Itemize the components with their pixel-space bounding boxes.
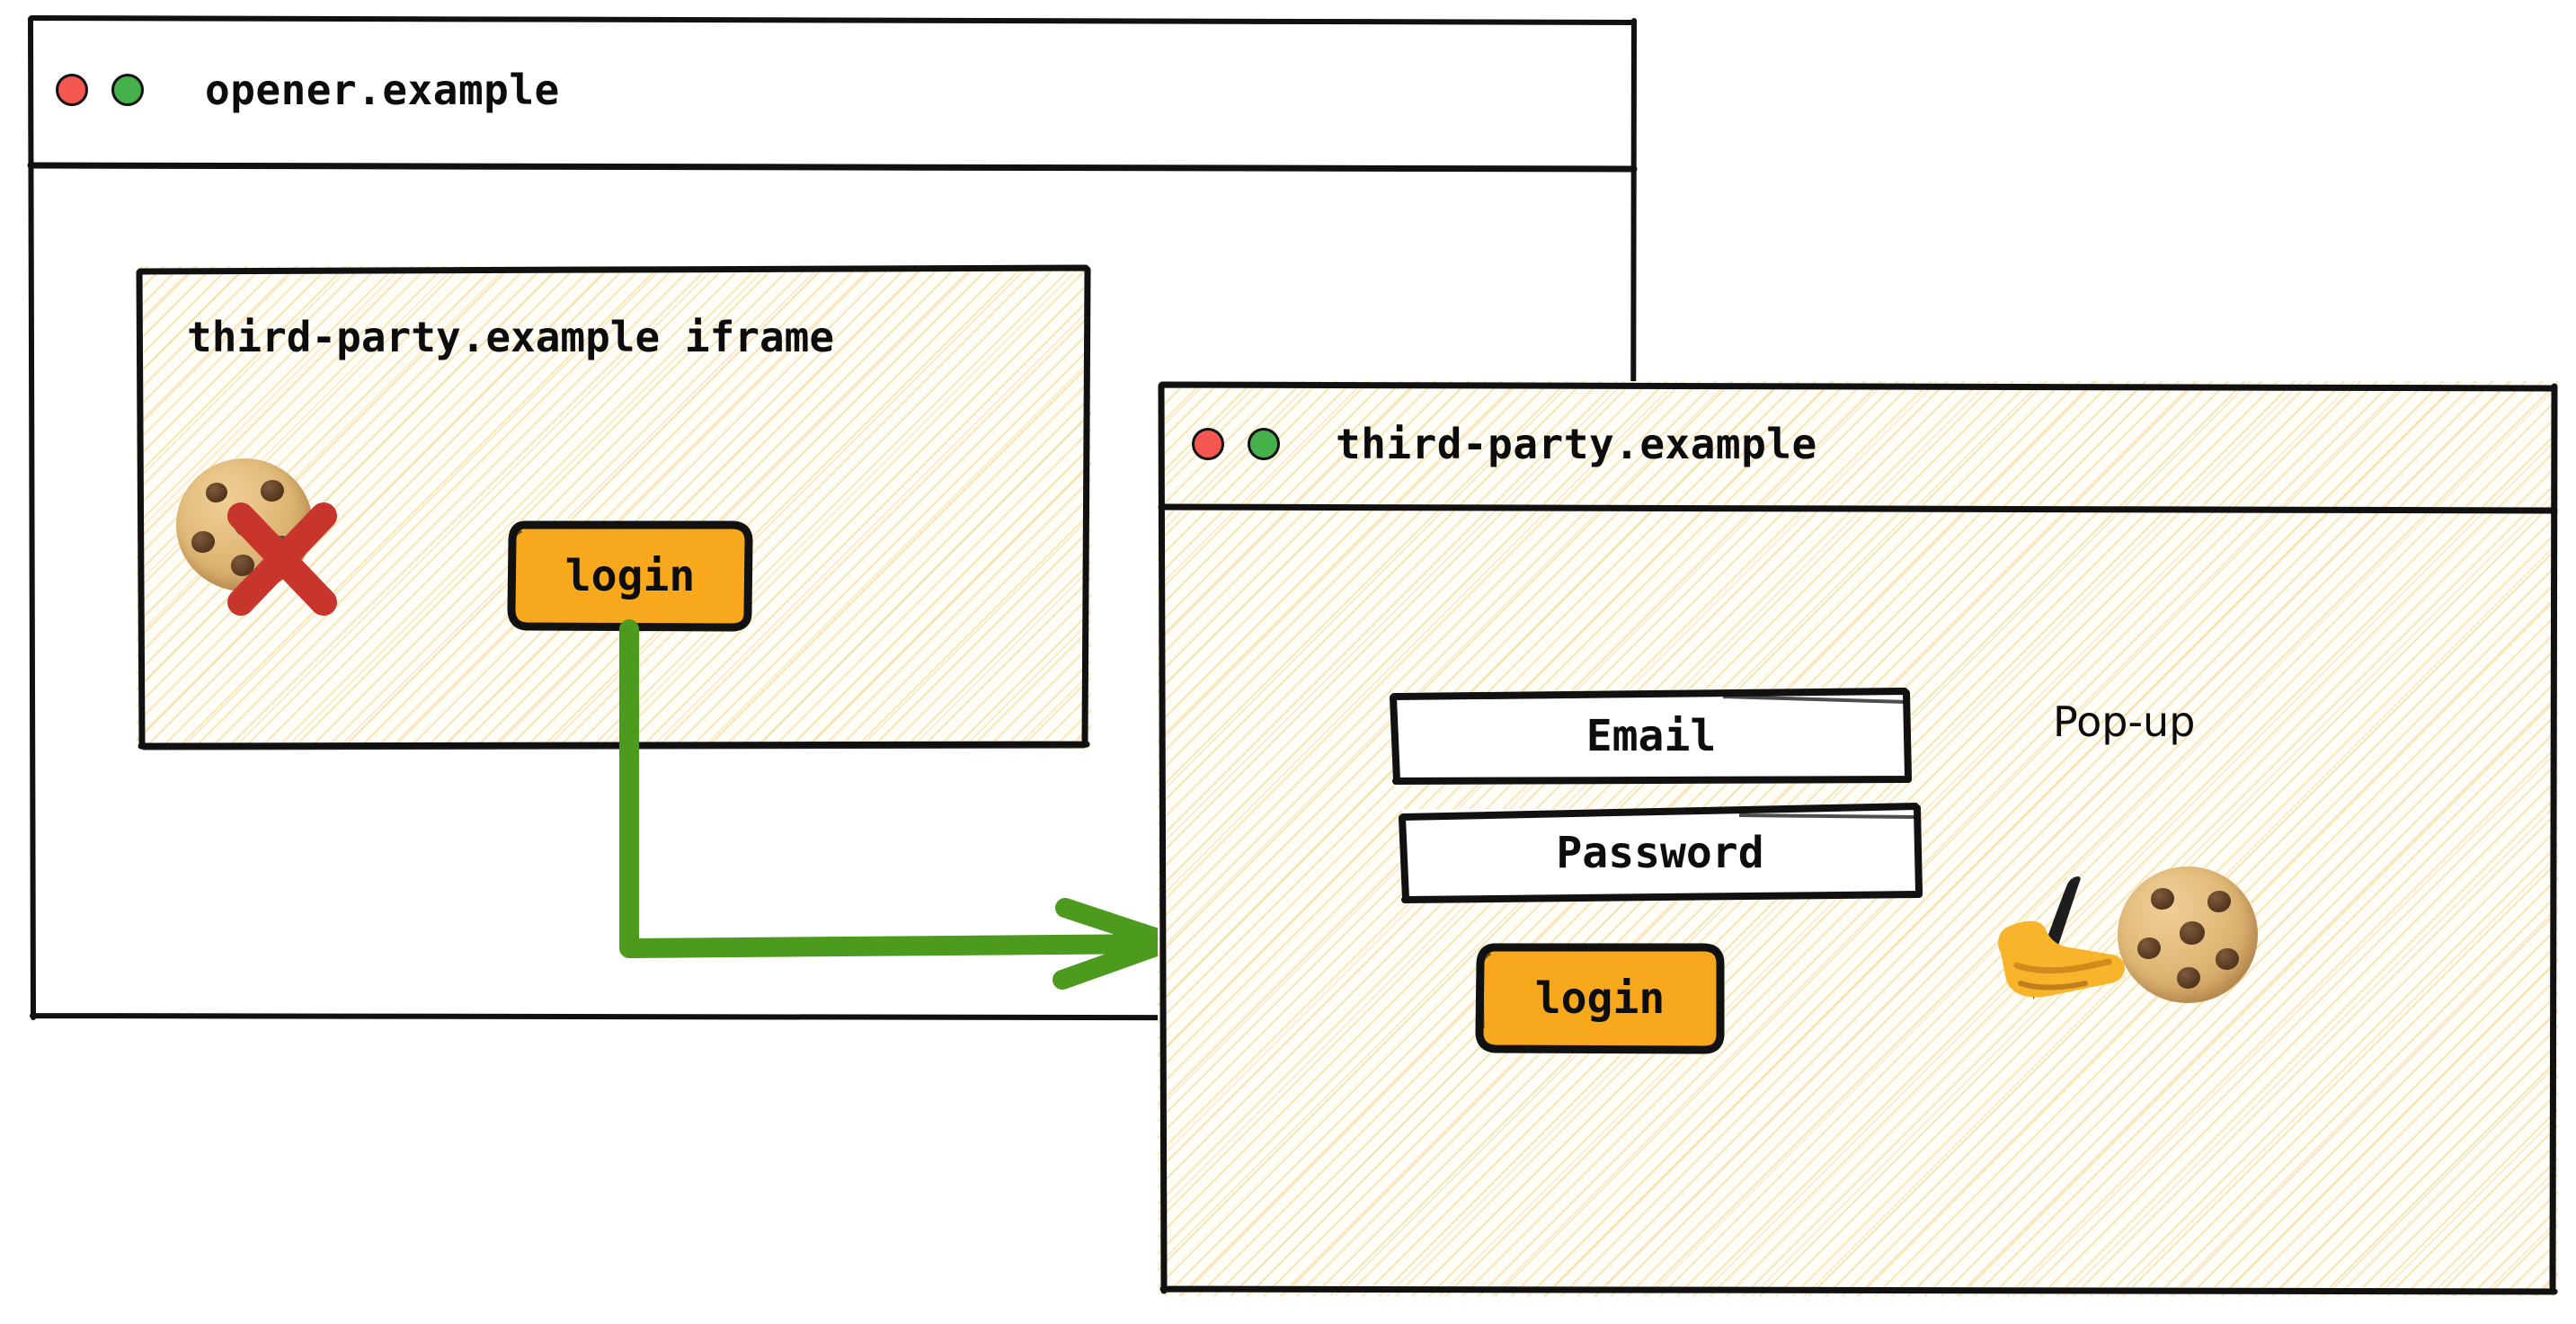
popup-caption: Pop-up — [2053, 698, 2196, 746]
maximize-dot[interactable] — [111, 74, 144, 106]
popup-window-title: third-party.example — [1336, 420, 1817, 468]
close-dot[interactable] — [56, 74, 88, 106]
third-party-popup-window: third-party.example Pop-up Email — [1158, 381, 2558, 1296]
password-field[interactable]: Password — [1399, 803, 1923, 903]
popup-traffic-lights[interactable] — [1192, 428, 1280, 460]
maximize-dot[interactable] — [1248, 428, 1280, 460]
writing-hand-icon — [1994, 865, 2164, 1009]
opener-window-title: opener.example — [205, 66, 560, 114]
email-field-label: Email — [1586, 711, 1717, 761]
password-field-label: Password — [1556, 828, 1764, 878]
popup-window-content: Pop-up Email Pa — [1158, 507, 2558, 1296]
cookie-icon — [2118, 866, 2258, 1003]
opener-traffic-lights[interactable] — [56, 74, 144, 106]
iframe-login-button-label: login — [564, 551, 696, 601]
close-dot[interactable] — [1192, 428, 1224, 460]
cookie-icon — [176, 458, 313, 591]
cookie-blocked-icon — [167, 449, 356, 620]
iframe-login-button[interactable]: login — [507, 520, 753, 632]
popup-titlebar: third-party.example — [1158, 381, 2558, 507]
third-party-iframe: third-party.example iframe — [136, 264, 1091, 751]
iframe-label: third-party.example iframe — [187, 313, 835, 361]
opener-titlebar: opener.example — [27, 14, 1638, 165]
email-field[interactable]: Email — [1390, 688, 1912, 785]
popup-login-button-label: login — [1534, 973, 1666, 1024]
popup-login-button[interactable]: login — [1475, 943, 1725, 1054]
